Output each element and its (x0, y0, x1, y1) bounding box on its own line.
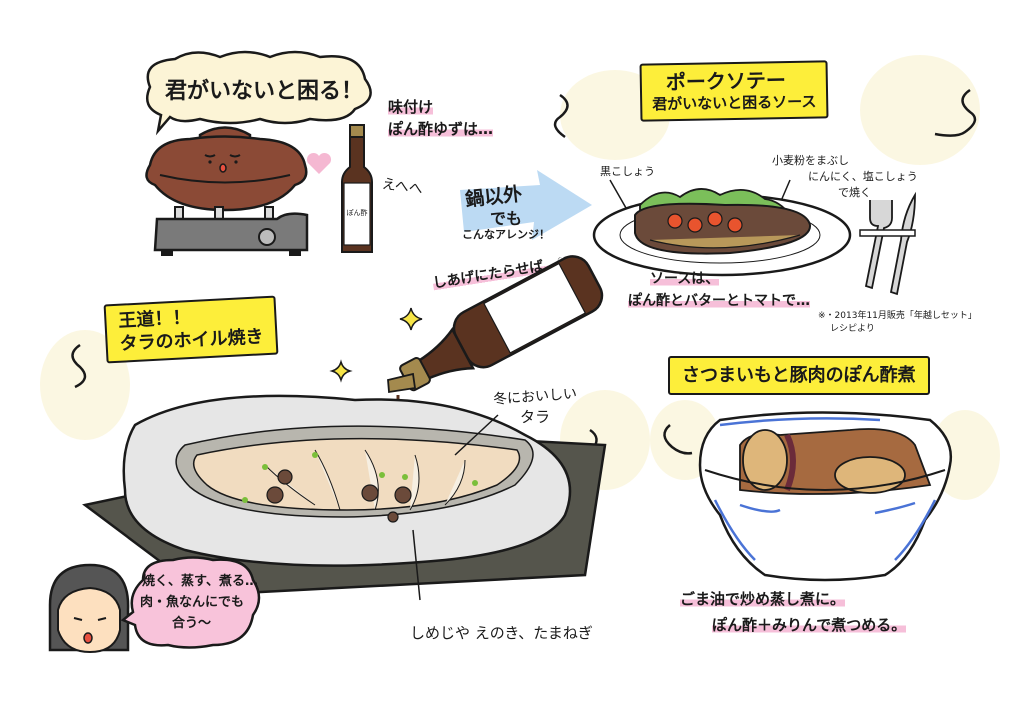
pork-title-line1: ポークソテー (665, 68, 787, 95)
note-black-pepper: 黒こしょう (600, 165, 655, 178)
speech-bubble-text: 君がいないと困る！ (165, 79, 364, 104)
sweet-potato-pork-bowl (698, 411, 953, 582)
vegetable-note: しめじや えのき、たまねぎ (410, 624, 593, 642)
arrow-right-icon (460, 170, 592, 240)
foil-baked-cod (82, 394, 607, 601)
note-prep-line1: 小麦粉をまぶし (772, 154, 849, 167)
pork-title-line2: 君がいないと困るソース (652, 92, 817, 114)
note-prep-line3: で焼く (838, 186, 871, 199)
fish-note-line2: タラ (520, 408, 551, 426)
footnote-line2: レシピより (830, 324, 875, 334)
sparkle-icon (329, 359, 353, 383)
girl-bubble-line1: 焼く、蒸す、煮る… (142, 574, 258, 589)
ponzu-bottle-icon: ぽん酢 (341, 124, 373, 253)
heart-icon (306, 152, 332, 174)
foil-title-label: 王道！！ タラのホイル焼き (103, 295, 279, 364)
pork-title-label: ポークソテー 君がいないと困るソース (639, 60, 829, 122)
satsumaimo-title-label: さつまいもと豚肉のぽん酢煮 (668, 356, 930, 396)
svg-text:ぽん酢: ぽん酢 (347, 208, 368, 217)
girl-bubble-line3: 合う〜 (172, 616, 212, 631)
sparkle-icon (399, 307, 423, 331)
caption-seasoning-line2: ぽん酢ゆずは… (388, 118, 494, 139)
clay-pot-icon (145, 126, 308, 212)
sauce-note-line2: ぽん酢とバターとトマトで… (628, 290, 810, 310)
girl-bubble-line2: 肉・魚なんにでも (140, 595, 245, 610)
girl-avatar-icon (48, 563, 130, 654)
girl-speech-bubble (120, 556, 261, 649)
footnote-line1: ※・2013年11月販売「年越しセット」 (818, 311, 977, 321)
gas-stove-icon (153, 206, 309, 256)
speech-bubble-cloud (146, 50, 372, 136)
sauce-note-line1: ソースは、 (650, 268, 720, 288)
ponzu-bottle-pouring-icon (387, 255, 604, 394)
note-prep-line2: にんにく、塩こしょう (808, 170, 918, 183)
satsumaimo-title: さつまいもと豚肉のぽん酢煮 (682, 365, 916, 386)
pork-saute-plate (592, 179, 852, 277)
fork-knife-icon (859, 191, 916, 296)
arrow-text-line3: こんなアレンジ！ (462, 228, 550, 241)
caption-seasoning-line1: 味付け (388, 96, 434, 117)
steam-cloud (860, 55, 980, 165)
arrow-text-line2: でも (490, 209, 523, 228)
satsumaimo-caption-line2: ぽん酢＋みりんで煮つめる。 (712, 614, 907, 635)
satsumaimo-caption-line1: ごま油で炒め蒸し煮に。 (680, 588, 846, 609)
